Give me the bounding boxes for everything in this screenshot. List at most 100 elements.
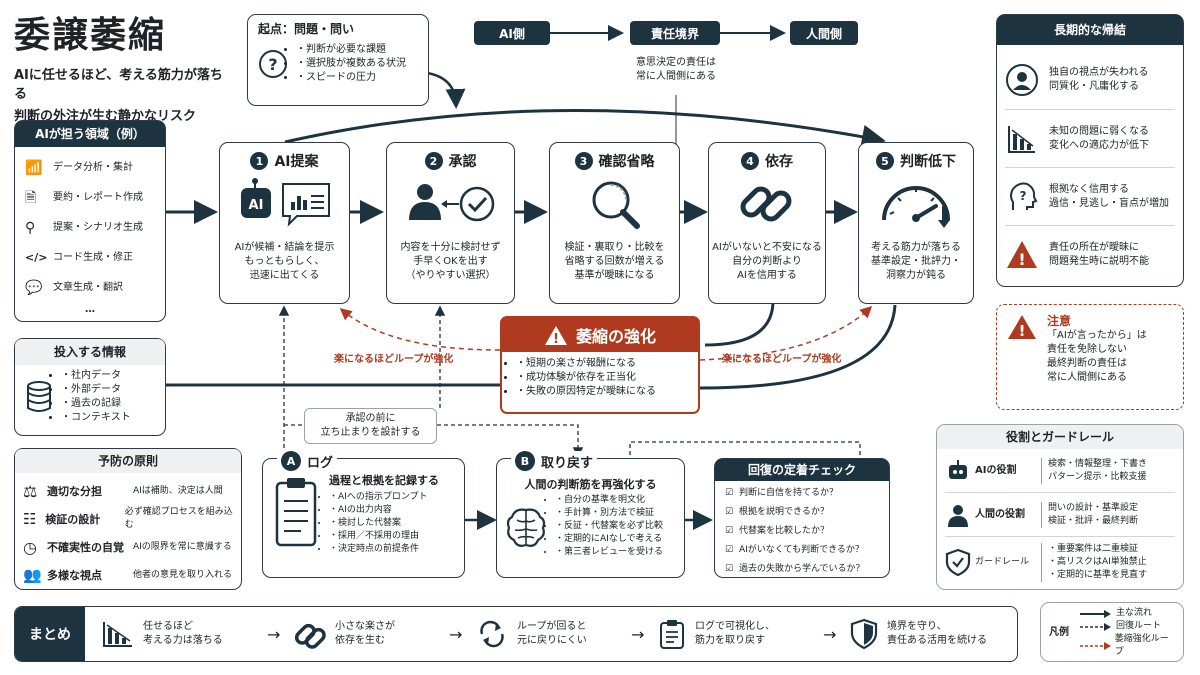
person-icon: [948, 504, 968, 527]
svg-text:AI: AI: [248, 198, 263, 213]
ai-domain-item: 要約・レポート作成: [53, 192, 143, 203]
step-number: 4: [741, 152, 759, 170]
search-icon: ⚲: [25, 220, 36, 236]
checkbox-icon: ☑: [725, 488, 734, 498]
input-item: 外部データ: [61, 383, 131, 397]
recover-item: 自分の基準を明文化: [555, 494, 663, 507]
reinforce-header: ! 萎縮の強化: [502, 318, 698, 352]
ai-domain-more: …: [85, 304, 95, 315]
log-item: 検討した代替案: [329, 517, 439, 530]
step-desc-line: 省略する回数が増える: [564, 256, 665, 267]
people-icon: 👥: [23, 566, 42, 584]
step-number: 2: [424, 152, 443, 170]
reinforce-box: ! 萎縮の強化 短期の楽さが報酬になる 成功体験が依存を正当化 失敗の原因特定が…: [500, 316, 700, 414]
svg-text:?: ?: [1020, 189, 1027, 203]
step-desc-line: もっともらしく、: [244, 256, 325, 267]
shield-icon: [850, 618, 878, 650]
alert-title: 注意: [1047, 314, 1072, 328]
recover-letter-badge: B: [515, 451, 535, 471]
log-item: AIへの指示プロンプト: [329, 491, 439, 504]
summary-line1: 境界を守り、: [887, 621, 947, 632]
reinforce-item: 成功体験が依存を正当化: [516, 371, 684, 385]
step-title: 判断低下: [900, 154, 956, 170]
gauge-icon: [882, 186, 950, 228]
origin-box: 起点：問題・問い ? 判断が必要な課題 選択肢が複数ある状況 スピードの圧力: [247, 14, 429, 106]
boundary-note: 意思決定の責任は 常に人間側にある: [616, 56, 736, 84]
alert-box: ! 注意 「AIが言ったから」は 責任を免除しない 最終判断の責任は 常に人間側…: [996, 304, 1184, 410]
origin-item: スピードの圧力: [296, 71, 406, 85]
recover-item: 反証・代替案を必ず比較: [555, 520, 663, 533]
responsibility-boundary-label: 責任境界: [630, 21, 720, 45]
role-line: パターン提示・比較支援: [1048, 471, 1147, 482]
summary-line1: 任せるほど: [143, 621, 193, 632]
page-title: 委譲萎縮: [14, 15, 167, 56]
longterm-item-line1: 未知の問題に弱くなる: [1049, 125, 1149, 137]
pause-line1: 承認の前に: [345, 413, 396, 424]
arrow-right-icon: →: [823, 624, 837, 644]
log-item: 採用／不採用の理由: [329, 530, 439, 543]
role-line: ・高リスクはAI単独禁止: [1048, 556, 1147, 567]
longterm-title: 長期的な帰結: [997, 15, 1183, 45]
boundary-note-line1: 意思決定の責任は: [636, 57, 716, 68]
longterm-item-line1: 責任の所在が曖昧に: [1049, 241, 1139, 253]
ai-domain-box: AIが担う領域（例） 📶データ分析・集計 🗎要約・レポート作成 ⚲提案・シナリオ…: [14, 120, 166, 322]
document-icon: 🗎: [25, 190, 37, 206]
legend-dashed-arrow: [1079, 622, 1111, 631]
step-desc-line: 洞察力が鈍る: [886, 270, 946, 281]
summary-bar: まとめ 任せるほど考える力は落ちる → 小さな楽さが依存を生む → ループが回る…: [14, 606, 1018, 662]
chain-link-icon: [294, 623, 326, 649]
alert-line: 常に人間側にある: [1047, 372, 1127, 383]
ai-domain-item: コード生成・修正: [53, 252, 133, 263]
step-number: 1: [250, 152, 269, 170]
recover-item: 定期的にAIなしで考える: [555, 533, 663, 546]
origin-item: 選択肢が複数ある状況: [296, 57, 406, 71]
loop-label-right: 楽になるほどループが強化: [722, 354, 842, 365]
longterm-item-line1: 根拠なく信用する: [1049, 183, 1129, 195]
longterm-item-line2: 同質化・凡庸化する: [1049, 81, 1139, 92]
chat-bubble-icon: 💬: [25, 280, 43, 296]
role-line: ・重要案件は二重検証: [1048, 543, 1139, 554]
svg-text:!: !: [1019, 322, 1026, 340]
input-item: 社内データ: [61, 369, 131, 383]
recover-box: B 取り戻す 人間の判断筋を再強化する 自分の基準を明文化 手計算・別方法で検証…: [496, 451, 685, 578]
prevention-desc: 必ず確認プロセスを組み込む: [124, 507, 233, 530]
summary-line2: 元に戻りにくい: [517, 635, 587, 646]
log-item: AIの出力内容: [329, 504, 439, 517]
check-item: 根拠を説明できるか？: [739, 507, 829, 517]
header: 委譲萎縮 AIに任せるほど、考える筋力が落ちる 判断の外注が生む静かなリスク: [14, 14, 234, 124]
summary-item: 小さな楽さが依存を生む: [293, 619, 449, 649]
cycle-arrows-icon: [480, 620, 504, 648]
role-name: ガードレール: [975, 556, 1030, 567]
clock-icon: ◷: [23, 537, 37, 557]
step-desc-line: 手早くOKを出す: [413, 256, 488, 267]
human-side-label: 人間側: [790, 21, 858, 45]
step-number: 5: [876, 152, 894, 170]
question-head-icon: ?: [1010, 182, 1038, 210]
scale-icon: ⚖: [23, 481, 38, 501]
code-icon: </>: [25, 251, 48, 264]
role-line: 検索・情報整理・下書き: [1048, 458, 1148, 469]
longterm-item-line2: 問題発生時に説明不能: [1049, 255, 1149, 267]
step-title: 確認省略: [598, 154, 655, 170]
ai-domain-item: データ分析・集計: [53, 162, 133, 173]
check-item: 過去の失敗から学んでいるか？: [739, 564, 865, 574]
step-desc-line: 基準設定・批評力・: [871, 256, 961, 267]
subtitle-line1: AIに任せるほど、考える筋力が落ちる: [14, 68, 223, 102]
step-number: 3: [574, 152, 593, 170]
recover-item: 第三者レビューを受ける: [555, 546, 663, 559]
step-title: 承認: [448, 154, 477, 170]
input-item: 過去の記録: [61, 397, 131, 411]
arrow-right-icon: →: [449, 624, 463, 644]
checkbox-icon: ☑: [725, 507, 734, 517]
step-title: 依存: [765, 154, 793, 170]
longterm-item-line2: 変化への適応力が低下: [1049, 139, 1149, 151]
summary-line1: ログで可視化し、: [695, 621, 775, 632]
checkbox-icon: ☑: [725, 564, 734, 574]
log-item: 決定時点の前提条件: [329, 543, 439, 556]
svg-text:?: ?: [268, 55, 277, 74]
role-line: ・定期的に基準を見直す: [1048, 569, 1148, 580]
